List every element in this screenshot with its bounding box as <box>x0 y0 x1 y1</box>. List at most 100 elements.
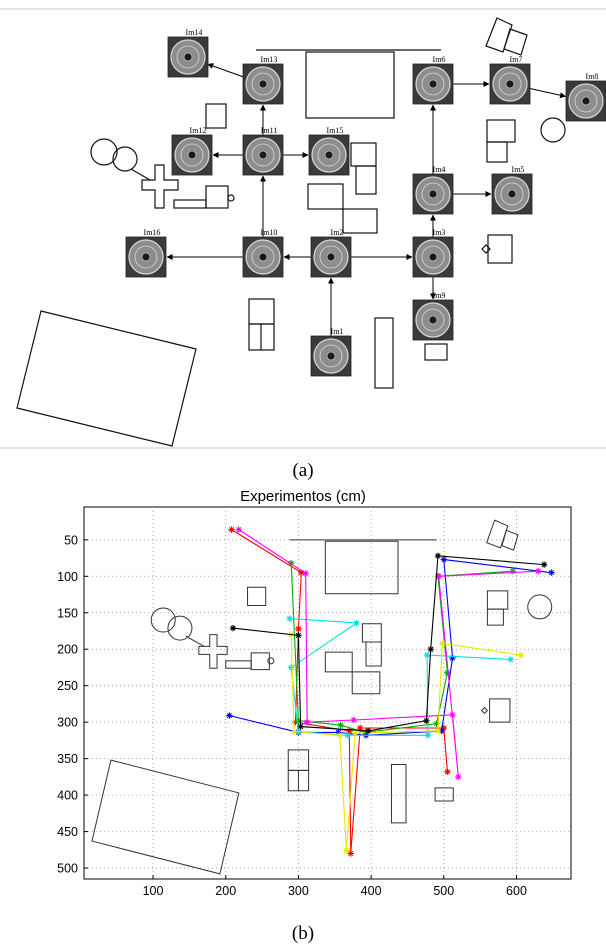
y-tick-label-100: 100 <box>57 570 78 584</box>
point-1-1 <box>228 526 235 533</box>
y-tick-label-350: 350 <box>57 752 78 766</box>
thumbnail-im2: Im2 <box>310 228 352 278</box>
camera-center <box>428 315 438 325</box>
box-cabinet-top <box>486 119 516 143</box>
mirror-inner-ring <box>251 72 275 96</box>
thumbnail-im16: Im16 <box>125 228 167 278</box>
camera-center <box>505 79 515 89</box>
box-d <box>351 671 381 695</box>
thumbnail-links <box>166 63 566 341</box>
mirror-inner-ring <box>180 143 204 167</box>
camera-center <box>326 351 336 361</box>
point-7-4 <box>365 727 372 735</box>
point-7-2 <box>295 632 302 639</box>
point-6-8 <box>517 651 525 659</box>
box-h <box>434 787 454 802</box>
caption-a: (a) <box>292 460 313 481</box>
x-tick-label-600: 600 <box>506 884 527 898</box>
thumbnail-label: Im14 <box>186 28 203 37</box>
camera-center <box>258 150 268 160</box>
point-5-7 <box>435 573 442 580</box>
box-g-top <box>248 298 275 325</box>
thumbnail-im7: Im7 <box>489 55 531 105</box>
mirror-inner-ring <box>498 72 522 96</box>
camera-center <box>258 252 268 262</box>
point-1-6 <box>347 850 354 857</box>
y-tick-label-250: 250 <box>57 679 78 693</box>
box-g-bottom <box>287 769 310 792</box>
mirror-inner-ring <box>319 344 343 368</box>
point-4-6 <box>424 732 432 739</box>
mirror-inner-ring <box>421 182 445 206</box>
thumbnail-label: Im16 <box>144 228 161 237</box>
point-7-7 <box>434 552 442 560</box>
floor-plan-b <box>91 519 553 875</box>
series-7 <box>229 552 548 735</box>
camera-center <box>258 79 268 89</box>
chart-title: Experimentos (cm) <box>240 488 366 505</box>
trajectory-series <box>226 526 555 857</box>
box-f <box>487 234 513 264</box>
point-7-3 <box>297 723 304 730</box>
camera-center <box>428 252 438 262</box>
floor-plan-a <box>16 17 566 447</box>
y-tick-label-300: 300 <box>57 716 78 730</box>
diamond-marker <box>480 706 489 715</box>
y-tick-label-200: 200 <box>57 643 78 657</box>
series-6 <box>287 631 525 854</box>
thumbnail-im14: Im14 <box>167 28 209 78</box>
mirror-inner-ring <box>251 143 275 167</box>
chair-1 <box>486 519 509 549</box>
round-table-2 <box>112 146 138 172</box>
chair-2 <box>503 28 528 56</box>
thumbnail-label: Im8 <box>586 72 599 81</box>
y-tick-label-450: 450 <box>57 825 78 839</box>
thumbnail-im15: Im15 <box>308 126 350 176</box>
camera-center <box>581 96 591 106</box>
small-circle <box>227 194 235 202</box>
chair-2 <box>501 529 519 551</box>
thumbnail-im9: Im9 <box>412 291 454 341</box>
mirror-inner-ring <box>134 245 158 269</box>
big-table <box>91 759 240 875</box>
box-b <box>355 165 377 195</box>
table-top <box>305 51 395 119</box>
series-5 <box>235 526 542 781</box>
point-2-3 <box>337 721 344 729</box>
point-3-1 <box>226 712 233 719</box>
thumbnail-label: Im13 <box>261 55 278 64</box>
caption-b: (b) <box>292 923 314 944</box>
point-5-4 <box>350 716 357 724</box>
thumbnail-label: Im4 <box>433 165 446 174</box>
point-6-3 <box>336 732 344 739</box>
point-5-1 <box>235 526 243 533</box>
table-top <box>324 540 399 595</box>
camera-center <box>141 252 151 262</box>
mirror-inner-ring <box>317 143 341 167</box>
point-7-8 <box>540 561 548 568</box>
point-4-5 <box>344 732 352 739</box>
connector <box>185 635 205 647</box>
thumbnail-im1: Im1 <box>310 327 352 377</box>
point-7-5 <box>423 717 430 724</box>
point-1-9 <box>444 768 451 775</box>
thumbnail-label: Im7 <box>510 55 523 64</box>
link-im7-im8 <box>524 84 566 99</box>
x-tick-label-300: 300 <box>288 884 309 898</box>
thumbnail-label: Im2 <box>331 228 344 237</box>
round-table-2 <box>167 615 193 641</box>
box-h <box>424 343 448 361</box>
point-4-8 <box>507 656 514 663</box>
point-5-5 <box>449 711 456 719</box>
point-4-3 <box>287 664 295 671</box>
x-tick-label-100: 100 <box>143 884 164 898</box>
cross-table <box>141 164 179 209</box>
diamond-marker <box>481 244 491 254</box>
mirror-inner-ring <box>251 245 275 269</box>
camera-center <box>324 150 334 160</box>
box-e <box>250 652 270 671</box>
point-5-8 <box>535 567 542 575</box>
thumbnail-im5: Im5 <box>491 165 533 215</box>
